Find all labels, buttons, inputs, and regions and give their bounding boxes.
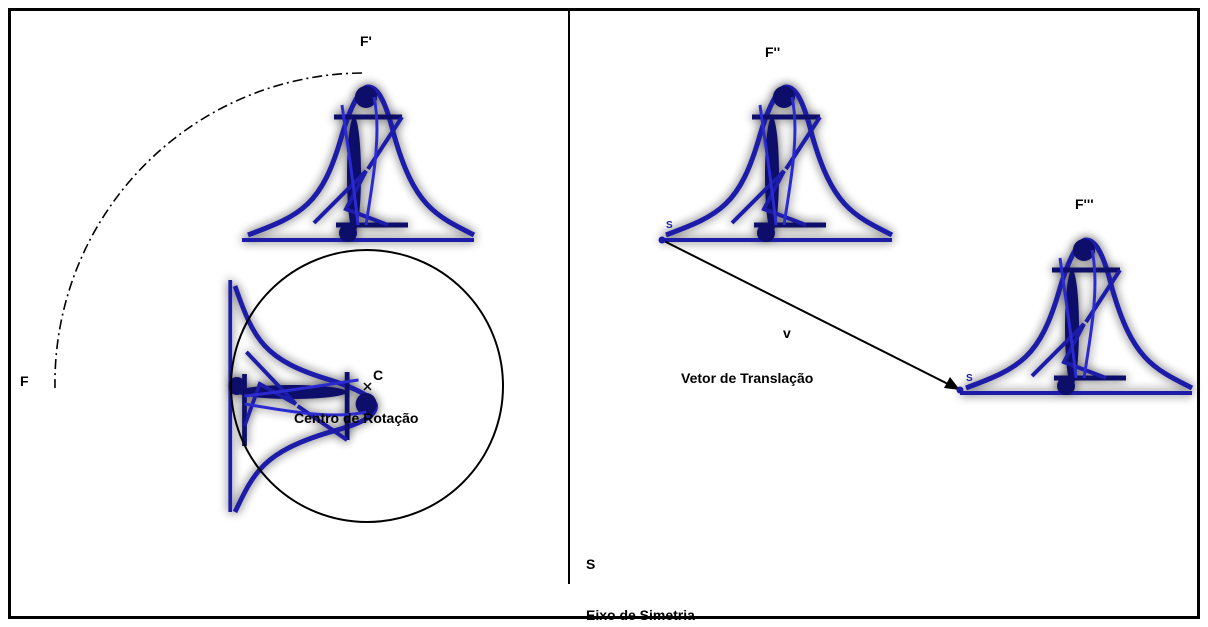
label-f-triple-prime: F''' bbox=[1075, 196, 1094, 212]
label-point-s-end: S bbox=[966, 373, 973, 384]
symmetry-axis-line bbox=[568, 8, 570, 584]
label-axis-caption: Eixo de Simetria bbox=[586, 607, 695, 623]
label-vector-caption: Vetor de Translação bbox=[681, 370, 814, 386]
label-vector-letter: v bbox=[783, 325, 791, 341]
label-f: F bbox=[20, 373, 29, 389]
label-point-s-start: S bbox=[666, 220, 673, 231]
cross-marker-icon bbox=[363, 382, 372, 391]
figure-f-triple-prime bbox=[960, 239, 1192, 395]
rotation-circle bbox=[230, 249, 504, 523]
label-f-prime: F' bbox=[360, 33, 372, 49]
diagram-frame bbox=[8, 8, 1200, 619]
rotation-arc bbox=[54, 72, 363, 389]
label-center-point: C bbox=[373, 367, 384, 383]
label-center-caption: Centro de Rotação bbox=[294, 410, 419, 426]
label-f-double-prime: F'' bbox=[765, 44, 781, 60]
figure-f-prime bbox=[242, 86, 474, 242]
translation-vector bbox=[658, 236, 964, 394]
label-axis-letter: S bbox=[586, 556, 596, 572]
figure-f-double-prime bbox=[660, 86, 892, 242]
